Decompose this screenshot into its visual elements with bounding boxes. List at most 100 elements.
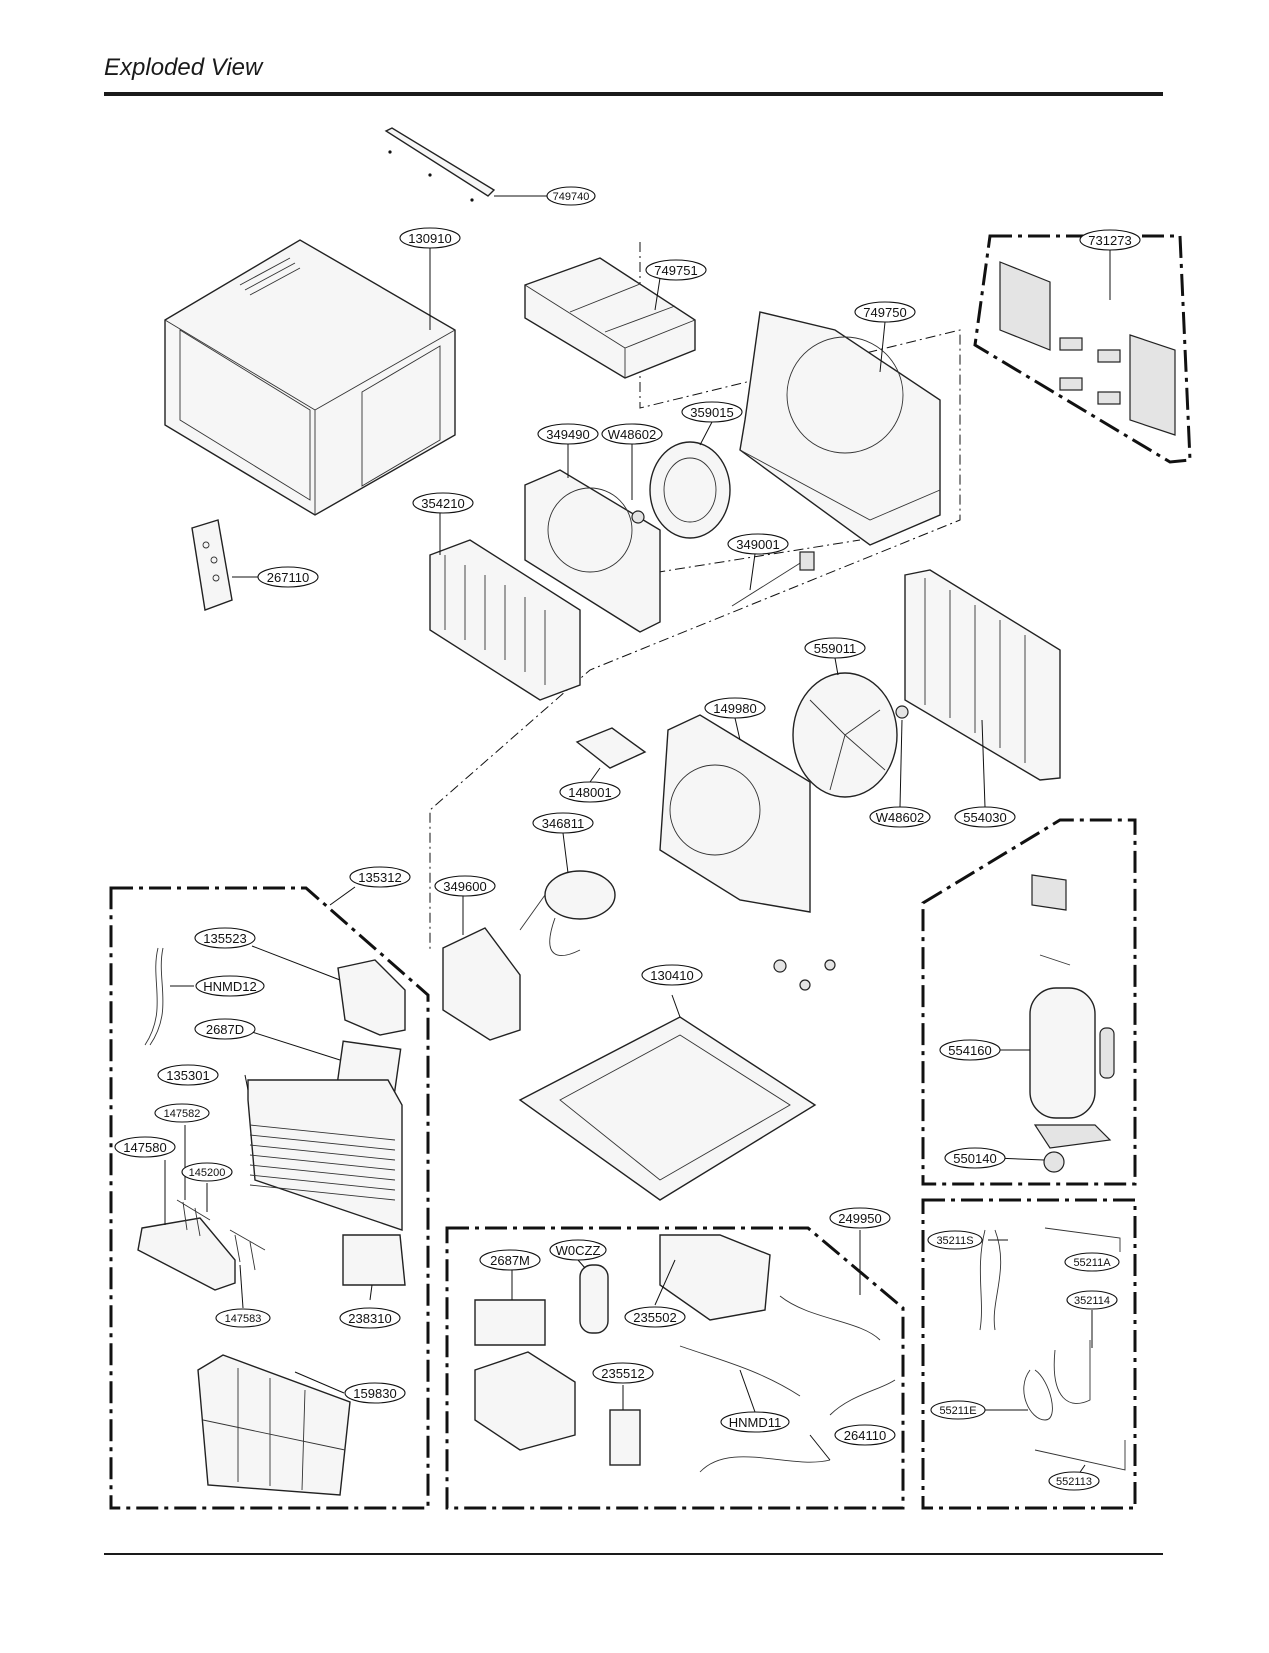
group-box-compressor — [921, 818, 1137, 1186]
relay-pcb-part — [609, 1409, 641, 1466]
group-box-electrical — [445, 1226, 905, 1510]
callout-55211a: 55211A — [1064, 1252, 1120, 1272]
svg-text:HNMD12: HNMD12 — [203, 979, 256, 994]
callout-346811: 346811 — [532, 812, 594, 834]
blower-wheel-part — [631, 441, 731, 539]
control-panel-part — [342, 1234, 406, 1286]
callout-249950: 249950 — [829, 1207, 891, 1229]
harness-249950-b — [829, 1379, 896, 1416]
callout-352114: 352114 — [1066, 1290, 1118, 1310]
harness-264110 — [699, 1456, 831, 1473]
svg-text:349490: 349490 — [546, 427, 589, 442]
callout-267110: 267110 — [257, 566, 319, 588]
svg-text:W0CZZ: W0CZZ — [556, 1243, 601, 1258]
tube-35211s — [979, 1229, 1002, 1331]
callout-135312: 135312 — [349, 866, 411, 888]
callout-135523: 135523 — [194, 927, 256, 949]
control-box-electrical-part — [474, 1351, 576, 1451]
callout-749751: 749751 — [645, 259, 707, 281]
callout-2687d: 2687D — [194, 1018, 256, 1040]
callout-hnmd12: HNMD12 — [195, 975, 265, 997]
svg-text:HNMD11: HNMD11 — [729, 1415, 782, 1430]
callout-349490: 349490 — [537, 423, 599, 445]
condenser-part — [904, 569, 1061, 781]
air-louver-part — [137, 1217, 236, 1291]
assembly-line-1 — [429, 242, 961, 950]
electrical-cover-part — [659, 1234, 771, 1321]
svg-text:550140: 550140 — [953, 1151, 996, 1166]
svg-text:552113: 552113 — [1056, 1476, 1092, 1488]
orifice-part — [524, 469, 661, 633]
propeller-fan-part — [792, 672, 909, 798]
svg-text:147583: 147583 — [225, 1313, 262, 1325]
callout-159830: 159830 — [344, 1382, 406, 1404]
main-pcb-part — [474, 1299, 546, 1346]
evaporator-part — [429, 539, 581, 701]
louver-blade-a — [176, 1199, 211, 1237]
page-title: Exploded View — [104, 54, 263, 81]
tube-55211a — [1044, 1227, 1121, 1252]
callout-135301: 135301 — [157, 1064, 219, 1086]
motor-bracket-part — [442, 927, 521, 1041]
top-rail-part — [384, 127, 496, 202]
callout-148001: 148001 — [559, 781, 621, 803]
svg-text:135523: 135523 — [203, 931, 246, 946]
box-frame-part — [524, 257, 696, 379]
svg-text:147580: 147580 — [123, 1140, 166, 1155]
callout-749750: 749750 — [854, 301, 916, 323]
svg-text:749751: 749751 — [654, 263, 697, 278]
front-grille-part — [247, 1079, 403, 1231]
callout-731273: 731273 — [1079, 229, 1141, 251]
tube-55211e — [1023, 1369, 1053, 1421]
svg-text:135312: 135312 — [358, 870, 401, 885]
callout-349600: 349600 — [434, 875, 496, 897]
callout-749740: 749740 — [546, 186, 596, 206]
base-pan-part — [518, 959, 836, 1201]
svg-text:35211S: 35211S — [936, 1235, 973, 1247]
tray-part — [575, 727, 647, 769]
svg-text:238310: 238310 — [348, 1311, 391, 1326]
svg-text:349600: 349600 — [443, 879, 486, 894]
svg-text:264110: 264110 — [844, 1428, 886, 1443]
callout-w48602-a: W48602 — [601, 423, 663, 445]
footer-rule — [104, 1553, 1163, 1555]
title-rule — [104, 92, 1163, 96]
svg-text:354210: 354210 — [421, 496, 464, 511]
air-filter-part — [197, 1354, 351, 1496]
thermistor-part — [731, 551, 815, 607]
svg-text:749740: 749740 — [553, 191, 590, 203]
svg-text:249950: 249950 — [838, 1211, 881, 1226]
power-cord-part — [144, 947, 164, 1046]
svg-text:135301: 135301 — [166, 1068, 209, 1083]
svg-text:147582: 147582 — [164, 1108, 201, 1120]
callout-235512: 235512 — [592, 1362, 654, 1384]
svg-text:349001: 349001 — [736, 537, 779, 552]
callout-552113: 552113 — [1048, 1471, 1100, 1491]
motor-part — [519, 870, 616, 956]
callout-349001: 349001 — [727, 533, 789, 555]
callout-130410: 130410 — [641, 964, 703, 986]
svg-text:2687D: 2687D — [206, 1022, 244, 1037]
svg-text:554160: 554160 — [948, 1043, 991, 1058]
bracket-set-part — [999, 261, 1176, 436]
svg-text:235502: 235502 — [633, 1310, 676, 1325]
svg-text:145200: 145200 — [189, 1167, 226, 1179]
callout-147582: 147582 — [154, 1103, 210, 1123]
grommet-part — [1043, 1151, 1065, 1173]
base-housing-part — [739, 311, 941, 546]
callout-359015: 359015 — [681, 401, 743, 423]
harness-249950-a — [779, 1295, 881, 1341]
svg-text:359015: 359015 — [690, 405, 733, 420]
callout-554160: 554160 — [939, 1039, 1001, 1061]
callout-2687m: 2687M — [479, 1249, 541, 1271]
cabinet-part — [164, 239, 456, 516]
callout-147583: 147583 — [215, 1308, 271, 1328]
svg-text:148001: 148001 — [568, 785, 611, 800]
remote-part — [191, 519, 233, 611]
svg-text:731273: 731273 — [1088, 233, 1131, 248]
svg-text:749750: 749750 — [863, 305, 906, 320]
callout-559011: 559011 — [804, 637, 866, 659]
callout-149980: 149980 — [704, 697, 766, 719]
svg-text:346811: 346811 — [542, 816, 584, 831]
